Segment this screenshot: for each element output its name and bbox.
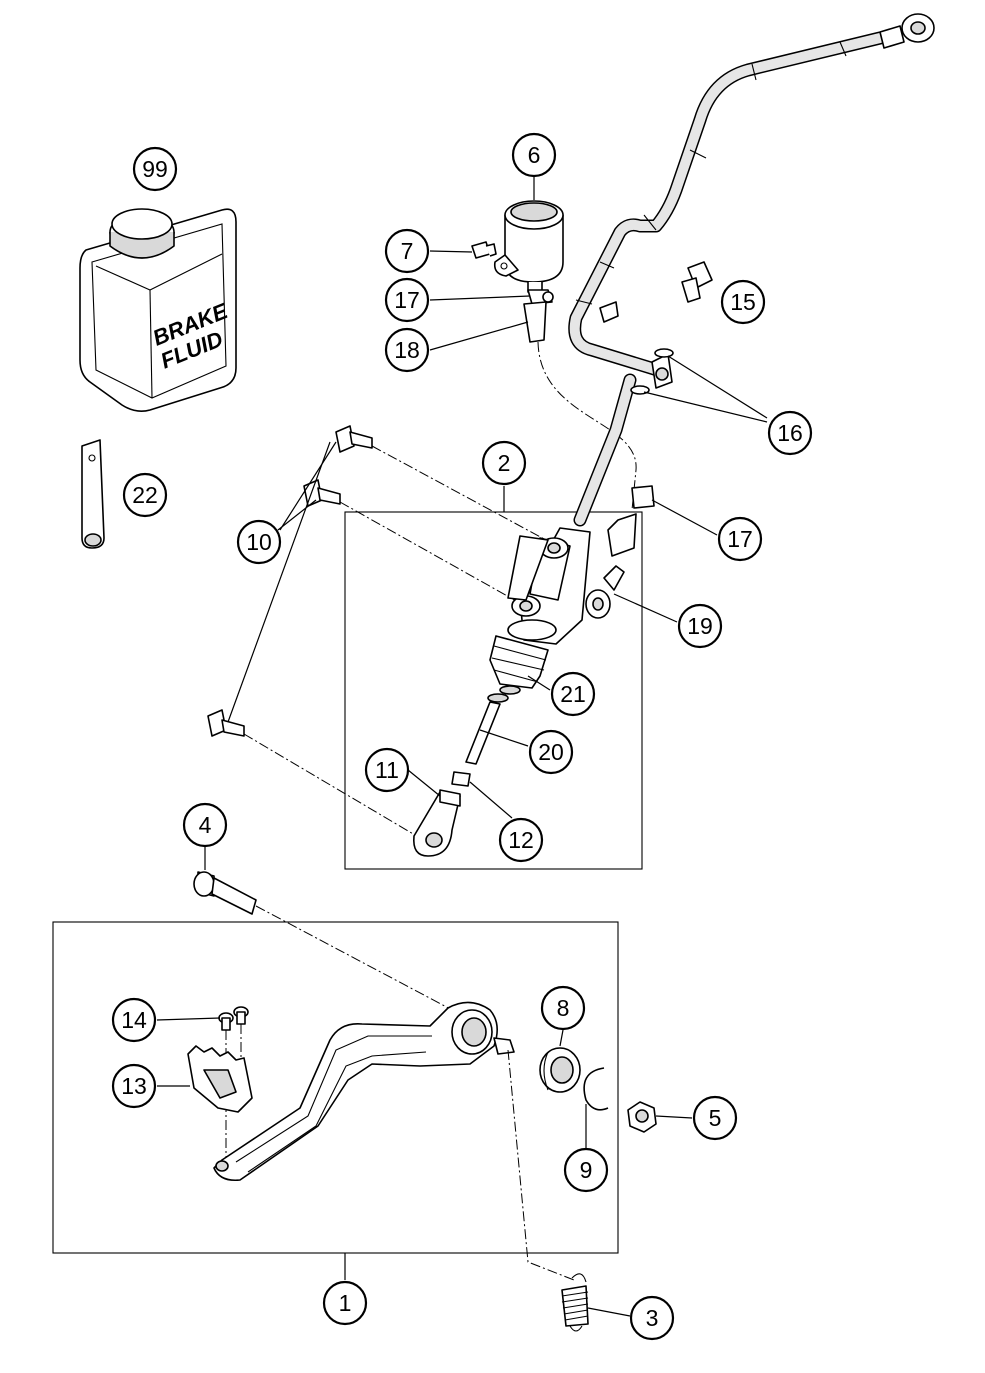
master-cylinder [507,527,591,645]
callout-number: 99 [142,156,168,182]
callout-18: 18 [384,327,430,373]
brake-line [568,13,935,527]
step-screws [218,1006,249,1031]
bleed-screw [681,261,713,303]
brake-pedal [213,1001,515,1182]
callout-number: 18 [394,337,420,363]
callout-number: 11 [375,757,399,783]
circlip [583,1067,609,1111]
callout-20: 20 [528,729,574,775]
callout-11: 11 [364,747,410,793]
callout-2: 2 [481,440,527,486]
callout-14: 14 [111,997,157,1043]
callout-number: 6 [528,142,541,168]
callout-4: 4 [182,802,228,848]
callout-9: 9 [563,1147,609,1193]
pivot-bolt [193,871,257,915]
callout-17-upper: 17 [384,277,430,323]
return-spring [561,1273,589,1332]
rod-nut [451,771,471,787]
callout-3: 3 [629,1295,675,1341]
callout-6: 6 [511,132,557,178]
reservoir-screw [471,241,497,259]
callout-number: 10 [246,529,272,555]
callout-number: 19 [687,613,713,639]
callout-number: 3 [646,1305,659,1331]
callout-7: 7 [384,228,430,274]
assembly-box-brake-pedal [52,921,619,1254]
callout-16: 16 [767,410,813,456]
callout-19: 19 [677,603,723,649]
callout-1: 1 [322,1280,368,1326]
pedal-step [187,1045,253,1113]
bearing [539,1047,581,1093]
hose-fitting [585,565,625,619]
clevis [412,789,461,857]
brake-fluid-bottle: BRAKE FLUID [79,208,237,412]
callout-number: 17 [394,287,420,313]
push-rod [465,693,509,765]
callout-number: 14 [121,1007,147,1033]
callout-13: 13 [111,1063,157,1109]
callout-17-lower: 17 [717,516,763,562]
callout-number: 4 [199,812,212,838]
pivot-nut [627,1101,657,1133]
callout-number: 13 [121,1073,147,1099]
callout-8: 8 [540,985,586,1031]
callout-10: 10 [236,519,282,565]
assembly-box-master-cylinder [344,511,643,870]
fluid-reservoir [493,200,564,293]
callout-number: 22 [132,482,158,508]
sealing-washers [630,348,674,395]
callout-99: 99 [132,146,178,192]
callout-number: 20 [538,739,564,765]
callout-number: 7 [401,238,414,264]
callout-number: 5 [709,1105,722,1131]
retaining-strap [81,439,105,549]
callout-15: 15 [720,279,766,325]
callout-22: 22 [122,472,168,518]
callout-number: 9 [580,1157,593,1183]
leader-lines [156,176,768,1317]
callout-number: 15 [730,289,756,315]
callout-number: 17 [727,526,753,552]
callout-number: 1 [339,1290,352,1316]
callout-21: 21 [550,671,596,717]
callout-number: 21 [560,681,586,707]
rubber-boot [489,635,549,695]
callout-number: 12 [508,827,534,853]
hose-clamp-upper [527,289,554,305]
callout-number: 16 [777,420,803,446]
callout-number: 8 [557,995,570,1021]
callout-12: 12 [498,817,544,863]
mounting-bolts [207,425,373,737]
callout-number: 2 [498,450,511,476]
callout-5: 5 [692,1095,738,1141]
hose-clamp-lower [607,485,655,557]
reservoir-hose [523,301,637,511]
